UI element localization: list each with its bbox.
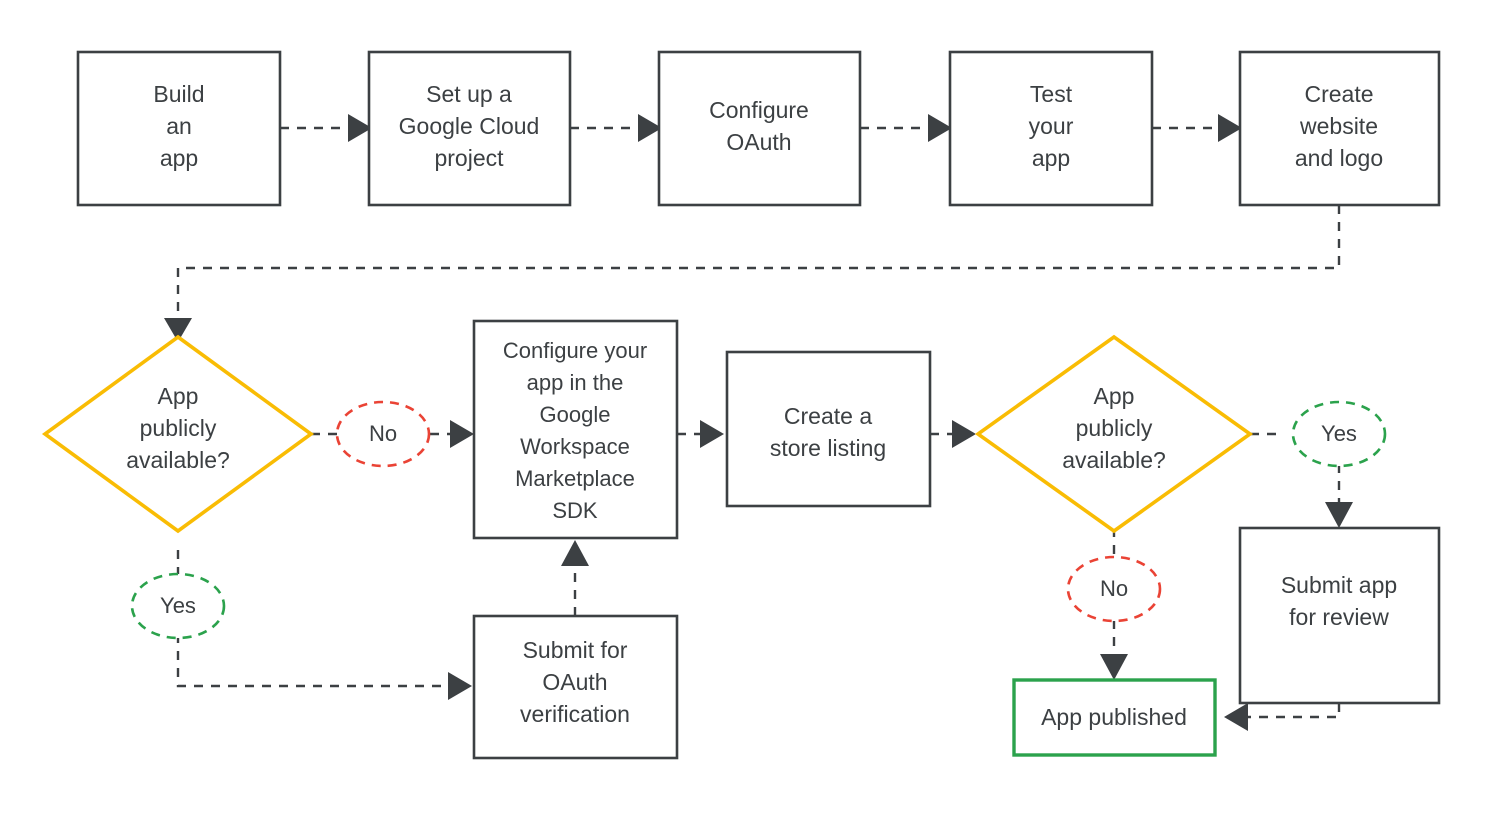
node-build-an-app-shape[interactable] xyxy=(76,50,282,207)
connector-submit-review-to-app-published xyxy=(1246,703,1341,719)
arrow-head-no-to-sdk xyxy=(450,420,474,448)
node-create-website-and-logo-line-3: and logo xyxy=(1295,145,1383,171)
node-build-an-app-line-1: Build xyxy=(153,81,204,107)
node-set-up-google-cloud-project[interactable]: Set up a Google Cloud project xyxy=(367,50,572,207)
node-test-your-app-line-3: app xyxy=(1032,145,1070,171)
node-create-website-and-logo-line-2: website xyxy=(1299,113,1378,139)
edge-label-left-decision-yes: Yes xyxy=(130,572,226,640)
node-submit-app-for-review-shape[interactable] xyxy=(1238,526,1441,705)
edge-label-left-decision-yes-text: Yes xyxy=(160,593,196,618)
node-set-up-google-cloud-project-shape[interactable] xyxy=(367,50,572,207)
node-submit-app-for-review-line-1: Submit app xyxy=(1281,572,1397,598)
node-create-a-store-listing-shape[interactable] xyxy=(725,350,932,508)
node-app-publicly-available-right-line-1: App xyxy=(1094,383,1135,409)
node-app-publicly-available-right-shape[interactable] xyxy=(974,334,1254,534)
arrow-head-sdk-to-store-listing xyxy=(700,420,724,448)
node-submit-for-oauth-verification-line-3: verification xyxy=(520,701,630,727)
node-submit-for-oauth-verification-line-1: Submit for xyxy=(523,637,628,663)
node-test-your-app[interactable]: Test your app xyxy=(948,50,1154,207)
arrow-head-oauth-verification-to-sdk xyxy=(561,540,589,566)
node-app-published[interactable]: App published xyxy=(1012,678,1217,757)
node-app-published-shape[interactable] xyxy=(1012,678,1217,757)
node-app-publicly-available-left-line-1: App xyxy=(158,383,199,409)
node-create-a-store-listing-line-1: Create a xyxy=(784,403,872,429)
connector-yes-to-oauth-verification xyxy=(176,634,450,688)
edge-label-left-decision-yes-ellipse xyxy=(130,572,226,640)
node-configure-app-in-sdk-line-4: Workspace xyxy=(520,434,630,459)
arrow-head-store-listing-to-right-decision xyxy=(952,420,976,448)
node-app-publicly-available-right-line-2: publicly xyxy=(1076,415,1153,441)
node-build-an-app-line-3: app xyxy=(160,145,198,171)
edge-label-left-decision-no-text: No xyxy=(369,421,397,446)
node-submit-app-for-review-line-2: for review xyxy=(1289,604,1389,630)
node-submit-for-oauth-verification[interactable]: Submit for OAuth verification xyxy=(472,614,679,760)
node-create-website-and-logo[interactable]: Create website and logo xyxy=(1238,50,1441,207)
node-submit-for-oauth-verification-shape[interactable] xyxy=(472,614,679,760)
edge-label-right-decision-yes-ellipse xyxy=(1291,400,1387,468)
node-submit-app-for-review[interactable]: Submit app for review xyxy=(1238,526,1441,705)
arrow-head-cloud-to-oauth xyxy=(638,114,662,142)
connector-website-to-left-decision xyxy=(176,205,1341,318)
arrow-head-yes-to-submit-review xyxy=(1325,502,1353,528)
edge-label-right-decision-yes: Yes xyxy=(1291,400,1387,468)
node-app-publicly-available-left-line-3: available? xyxy=(126,447,230,473)
edge-label-right-decision-yes-text: Yes xyxy=(1321,421,1357,446)
arrow-head-build-to-cloud xyxy=(348,114,372,142)
node-configure-app-in-sdk-line-2: app in the xyxy=(527,370,624,395)
node-create-a-store-listing[interactable]: Create a store listing xyxy=(725,350,932,508)
arrow-head-oauth-to-test xyxy=(928,114,952,142)
node-configure-app-in-sdk-line-1: Configure your xyxy=(503,338,647,363)
node-test-your-app-shape[interactable] xyxy=(948,50,1154,207)
arrow-head-test-to-website xyxy=(1218,114,1242,142)
node-create-website-and-logo-line-1: Create xyxy=(1304,81,1373,107)
arrow-head-website-to-left-decision xyxy=(164,318,192,342)
node-configure-app-in-sdk-line-3: Google xyxy=(540,402,611,427)
node-set-up-google-cloud-project-line-3: project xyxy=(434,145,504,171)
node-create-website-and-logo-shape[interactable] xyxy=(1238,50,1441,207)
node-app-publicly-available-left-line-2: publicly xyxy=(140,415,217,441)
node-app-publicly-available-left[interactable]: App publicly available? xyxy=(41,334,315,534)
node-configure-app-in-sdk-shape[interactable] xyxy=(472,319,679,540)
node-configure-oauth-line-1: Configure xyxy=(709,97,809,123)
node-submit-for-oauth-verification-line-2: OAuth xyxy=(542,669,607,695)
connector-layer xyxy=(164,114,1353,731)
node-test-your-app-line-2: your xyxy=(1029,113,1074,139)
edge-label-left-decision-no: No xyxy=(335,400,431,468)
node-configure-oauth-line-2: OAuth xyxy=(726,129,791,155)
node-configure-oauth-shape[interactable] xyxy=(657,50,862,207)
node-configure-app-in-sdk[interactable]: Configure your app in the Google Workspa… xyxy=(472,319,679,540)
node-set-up-google-cloud-project-line-1: Set up a xyxy=(426,81,512,107)
node-test-your-app-line-1: Test xyxy=(1030,81,1073,107)
arrow-head-yes-to-oauth-verification xyxy=(448,672,472,700)
edge-label-right-decision-no: No xyxy=(1066,555,1162,623)
edge-label-right-decision-no-text: No xyxy=(1100,576,1128,601)
arrow-head-submit-review-to-app-published xyxy=(1224,703,1248,731)
node-app-publicly-available-right-line-3: available? xyxy=(1062,447,1166,473)
node-set-up-google-cloud-project-line-2: Google Cloud xyxy=(399,113,540,139)
node-configure-oauth[interactable]: Configure OAuth xyxy=(657,50,862,207)
node-app-publicly-available-right[interactable]: App publicly available? xyxy=(974,334,1254,534)
node-build-an-app[interactable]: Build an app xyxy=(76,50,282,207)
node-configure-app-in-sdk-line-5: Marketplace xyxy=(515,466,635,491)
arrow-head-no-to-app-published xyxy=(1100,654,1128,680)
node-configure-app-in-sdk-line-6: SDK xyxy=(552,498,598,523)
node-create-a-store-listing-line-2: store listing xyxy=(770,435,886,461)
node-app-publicly-available-left-shape[interactable] xyxy=(41,334,315,534)
edge-label-right-decision-no-ellipse xyxy=(1066,555,1162,623)
edge-label-left-decision-no-ellipse xyxy=(335,400,431,468)
node-app-published-label: App published xyxy=(1041,704,1187,730)
node-build-an-app-line-2: an xyxy=(166,113,192,139)
